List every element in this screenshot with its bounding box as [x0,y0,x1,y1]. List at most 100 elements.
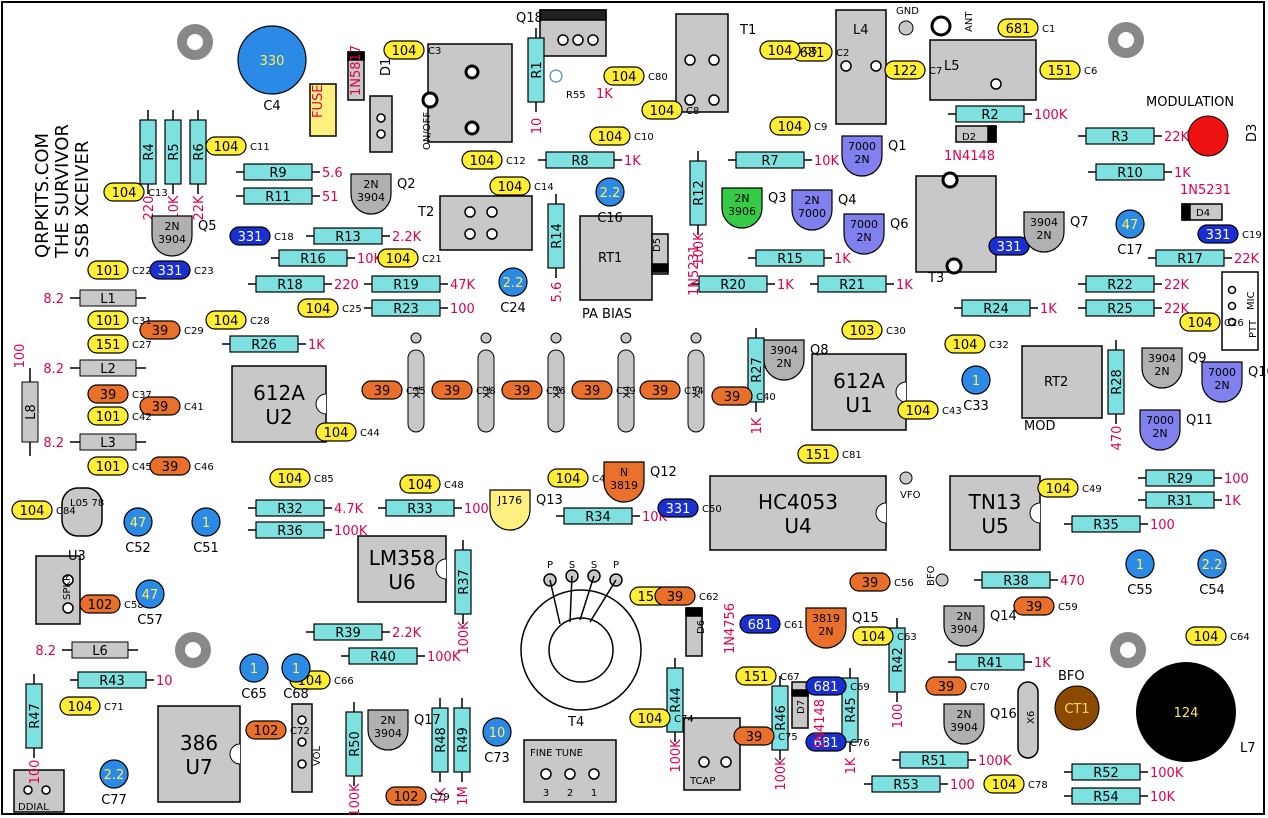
capacitor-value: 104 [768,44,793,59]
resistor-value: 22K [1164,130,1190,145]
capacitor-ref: C74 [674,714,694,725]
special-parts: CT1 124 [549,15,1236,762]
capacitor-value: 681 [748,618,773,633]
vfo-label: VFO [900,490,921,501]
capacitor-ref: C58 [124,600,144,611]
bfo-ct1-label: BFO [1058,669,1085,684]
capacitor-ref: C48 [444,480,464,491]
transistor-type: 2N [734,192,749,205]
resistor-ref: R39 [335,626,361,641]
transistor-ref: Q5 [198,219,217,234]
transistor-type: 2N [776,357,791,370]
electrolytic-ref: C77 [101,793,127,808]
inductor-ref: L8 [24,404,39,420]
capacitor-value: 681 [800,46,825,61]
resistor-ref: R29 [1167,472,1193,487]
resistor-value: 220 [334,278,359,293]
pin-label: S [591,560,597,571]
resistor-value: 5.6 [322,166,343,181]
resistor-ref: R42 [891,647,906,673]
capacitor-value: 331 [666,502,691,517]
capacitor-value: 104 [953,338,978,353]
resistor-ref: R27 [750,357,765,383]
capacitor-value: 151 [806,448,831,463]
resistor-value: 5.6 [550,282,565,303]
capacitor-ref: C79 [430,792,450,803]
crystal-x4: X4 [617,332,635,433]
pabias-label: PA BIAS [582,307,632,322]
crystal-ref: X4 [622,385,633,398]
d2-ref: D2 [962,132,976,143]
resistor-ref: R16 [300,252,326,267]
capacitor-value: 39 [100,388,117,403]
title-line-3: SSB XCEIVER [72,141,93,258]
capacitor-value: 39 [652,384,669,399]
resistor-value: 10K [814,154,840,169]
resistor-value: 100 [450,302,475,317]
transistor-ref: Q8 [810,343,829,358]
inductor-value: 100 [13,344,28,369]
capacitor-value: 151 [96,338,121,353]
buzzer-l7-icon [1136,662,1236,762]
transistor-type: 2N [818,625,833,638]
mic-label: MIC [1246,291,1257,310]
capacitor-value: 104 [1194,630,1219,645]
ant-pad-icon [930,15,952,37]
inductor-value: 8.2 [43,292,64,307]
electrolytic-ref: C55 [1127,583,1153,598]
capacitor-value: 104 [638,712,663,727]
resistor-value: 10K [357,252,383,267]
capacitor-ref: C80 [648,72,668,83]
electrolytic-value: 10 [489,726,506,741]
resistor-ref: R41 [977,656,1003,671]
transistor-ref: Q7 [1070,215,1089,230]
capacitor-value: 39 [667,590,684,605]
resistor-value: 1K [434,787,449,804]
resistor-ref: R37 [457,569,472,595]
capacitor-value: 681 [1006,22,1031,37]
vfo-pad-icon [899,471,913,485]
capacitor-ref: C76 [850,738,870,749]
resistor-value: 220 [142,196,157,221]
pin-label: S [569,560,575,571]
resistor-ref: R28 [1110,369,1125,395]
resistor-ref: R33 [407,502,433,517]
capacitor-value: 104 [112,186,137,201]
fuse-label: FUSE [311,85,326,118]
transistor-ref: Q10 [1248,365,1268,380]
